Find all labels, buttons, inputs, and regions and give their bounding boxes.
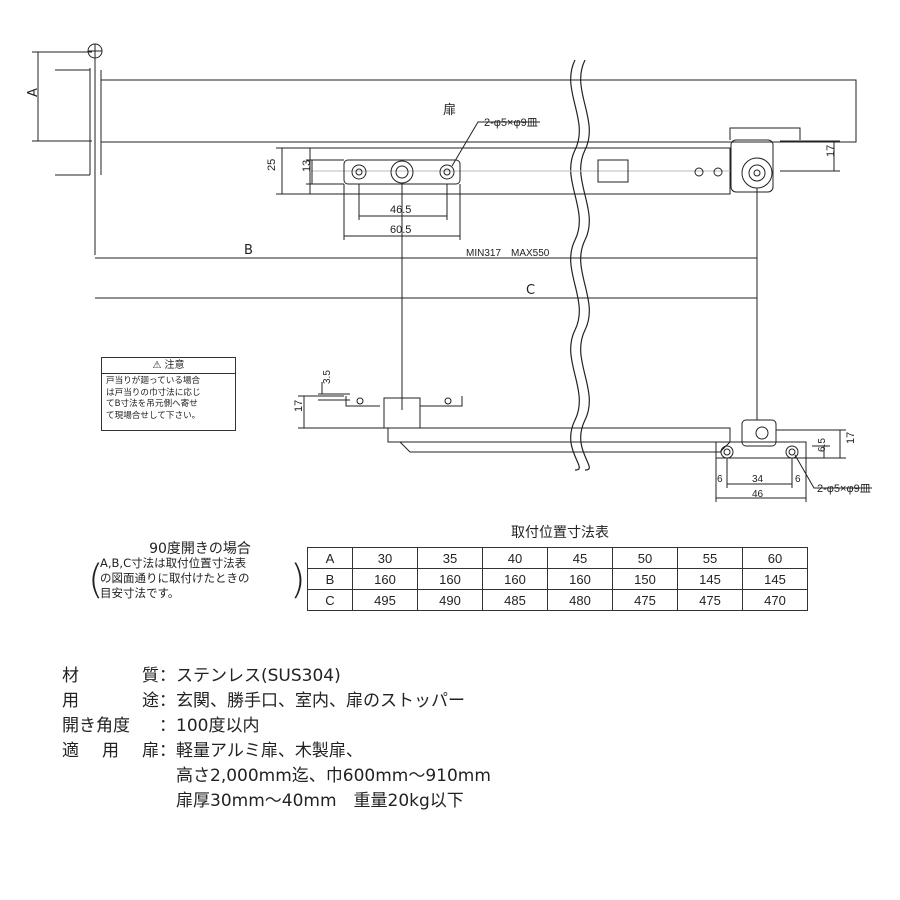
angle-value: 100度以内 [176,716,260,736]
left-paren: ( [88,557,104,603]
table-cell: 45 [547,547,613,569]
caution-text: 戸当りが廻っている場合 は戸当りの巾寸法に応じ てB寸法を吊元側へ寄せ て現場合… [106,376,201,421]
table-cell: 475 [677,589,743,611]
table-cell: 475 [612,589,678,611]
door-value-3: 扉厚30mm～40mm 重量20kg以下 [176,791,464,811]
door-label: 扉 [443,102,456,118]
door-value-2: 高さ2,000mm迄、巾600mm～910mm [176,766,491,786]
dim-17-top: 17 [825,145,837,157]
spec-usage: 用途 ： 玄関、勝手口、室内、扉のストッパー [62,689,491,714]
dim-6-right: 6 [795,474,801,485]
specifications: 材質 ： ステンレス(SUS304) 用途 ： 玄関、勝手口、室内、扉のストッパ… [62,664,491,814]
table-cell: 40 [482,547,548,569]
dim-46-5: 46.5 [390,204,411,216]
note-title: 90度開きの場合 [149,541,251,557]
table-cell: 50 [612,547,678,569]
label-b: B [244,243,253,258]
hole-spec-top: 2-φ5×φ9皿 [484,117,538,129]
table-cell: 160 [352,568,418,590]
table-cell: 160 [547,568,613,590]
spec-angle: 開き角度 ： 100度以内 [62,714,491,739]
table-cell: 485 [482,589,548,611]
table-cell: 60 [742,547,808,569]
table-cell: 35 [417,547,483,569]
dim-46: 46 [752,489,764,500]
caution-box: ⚠注意 戸当りが廻っている場合 は戸当りの巾寸法に応じ てB寸法を吊元側へ寄せ … [101,357,236,431]
dim-17-left: 17 [293,400,305,412]
table-cell: 145 [677,568,743,590]
lower-bracket [383,397,421,429]
usage-value: 玄関、勝手口、室内、扉のストッパー [176,691,465,711]
spec-material: 材質 ： ステンレス(SUS304) [62,664,491,689]
table-cell: 55 [677,547,743,569]
lower-arm [387,427,731,443]
label-c: C [526,283,535,298]
table-cell: 160 [417,568,483,590]
table-cell: 150 [612,568,678,590]
right-paren: ) [290,557,306,603]
dim-6-5: 6.5 [817,438,828,452]
dim-60-5: 60.5 [390,224,411,236]
row-header: C [307,589,353,611]
table-cell: 470 [742,589,808,611]
table-cell: 160 [482,568,548,590]
dim-13: 13 [301,160,313,172]
door-outline [100,79,857,143]
table-cell: 490 [417,589,483,611]
dim-6-left: 6 [717,474,723,485]
break-line [570,59,580,471]
table-cell: 30 [352,547,418,569]
mounting-plate [343,159,461,185]
spec-door: 適用扉 ： 軽量アルミ扉、木製扉、 [62,739,491,764]
dim-34: 34 [752,474,764,485]
door-value-1: 軽量アルミ扉、木製扉、 [176,741,363,761]
table-cell: 145 [742,568,808,590]
material-value: ステンレス(SUS304) [176,666,341,686]
row-header: A [307,547,353,569]
table-title: 取付位置寸法表 [511,525,609,541]
dim-min-max: MIN317 MAX550 [466,248,550,259]
dim-17-right: 17 [845,432,857,444]
dim-3-5: 3.5 [322,370,333,384]
warning-icon: ⚠ [152,360,162,371]
note-body: A,B,C寸法は取付位置寸法表 の図面通りに取付けたときの 目安寸法です。 [100,556,250,600]
dim-25: 25 [266,159,278,171]
table-cell: 480 [547,589,613,611]
caution-title: ⚠注意 [102,358,235,374]
row-header: B [307,568,353,590]
label-a: A [26,88,41,97]
hole-spec-bottom: 2-φ5×φ9皿 [817,483,871,495]
table-cell: 495 [352,589,418,611]
